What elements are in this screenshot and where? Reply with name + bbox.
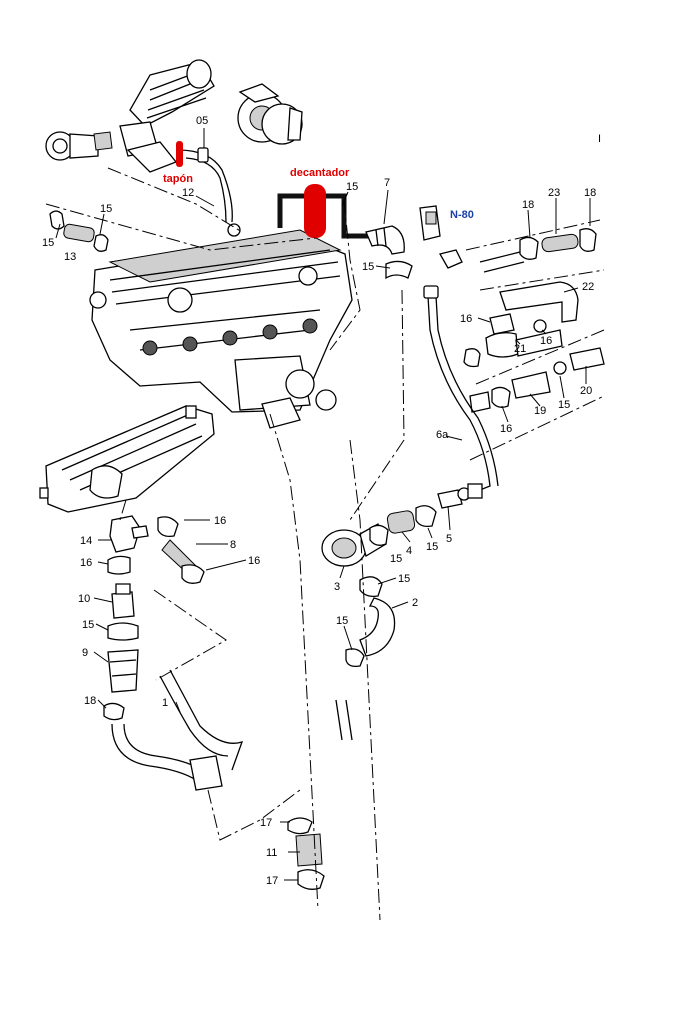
callout-1: 1: [162, 697, 168, 709]
decantador-annotation: [277, 184, 372, 239]
callout-23: 23: [548, 187, 560, 199]
valve-20-19-set: [463, 347, 605, 413]
elbow-7: [365, 225, 405, 255]
hose-2-tail: [335, 699, 353, 741]
callout-16-c: 16: [500, 423, 512, 435]
hose-6a: [427, 295, 491, 495]
tapon-plug-marker: [176, 141, 183, 167]
callout-19: 19: [534, 405, 546, 417]
callout-22: 22: [582, 281, 594, 293]
callout-6a: 6a: [436, 429, 449, 441]
callout-15-top: 15: [346, 181, 358, 193]
callout-17-b: 17: [266, 875, 278, 887]
callout-15-l2: 15: [42, 237, 54, 249]
callout-13: 13: [64, 251, 76, 263]
callout-12: 12: [182, 187, 194, 199]
tapon-label: tapón: [163, 173, 193, 185]
callout-5: 5: [446, 533, 452, 545]
decantador-marker: [304, 184, 326, 238]
hose-23-set: [479, 228, 597, 273]
intercooler: [39, 405, 215, 513]
callout-15-i: 15: [398, 573, 410, 585]
n80-valve: [419, 205, 463, 269]
callout-15-l1: 15: [100, 203, 112, 215]
corner-mark: I: [598, 133, 601, 145]
fitting-5: [437, 483, 483, 509]
clip-15-upper: [385, 260, 413, 280]
callout-8: 8: [230, 539, 236, 551]
callout-21: 21: [514, 343, 526, 355]
hose-8-set: [157, 516, 205, 584]
n80-label: N-80: [450, 209, 474, 221]
recirculation-valve: [45, 131, 113, 161]
callout-20: 20: [580, 385, 592, 397]
callout-3: 3: [334, 581, 340, 593]
valve-10: [111, 583, 135, 619]
hose-1: [111, 669, 244, 791]
callout-15-g: 15: [390, 553, 402, 565]
clamp-15-lower: [107, 622, 139, 641]
callout-16-f: 16: [80, 557, 92, 569]
callout-18-b: 18: [584, 187, 596, 199]
callout-05: 05: [196, 115, 208, 127]
callout-16-e: 16: [248, 555, 260, 567]
hose-11-set: [287, 817, 325, 890]
valve-9: [107, 649, 139, 693]
callout-9: 9: [82, 647, 88, 659]
callout-15-h: 15: [426, 541, 438, 553]
callout-16-d: 16: [214, 515, 226, 527]
callout-15-r: 15: [558, 399, 570, 411]
hose-12: [177, 149, 233, 223]
callout-16-a: 16: [460, 313, 472, 325]
hose-13-set: [49, 210, 109, 252]
callout-17-a: 17: [260, 817, 272, 829]
callout-15-k: 15: [82, 619, 94, 631]
callout-10: 10: [78, 593, 90, 605]
callout-7: 7: [384, 177, 390, 189]
callout-15-j: 15: [336, 615, 348, 627]
turbocharger: [237, 83, 303, 145]
callout-18-a: 18: [522, 199, 534, 211]
clamp-18-lower: [103, 702, 125, 721]
hose-end-connector: [227, 223, 241, 237]
clamp-05: [197, 147, 209, 163]
engine-cylinder-head: [89, 229, 353, 429]
callout-14: 14: [80, 535, 92, 547]
routing-lines: [45, 167, 605, 921]
callout-11: 11: [266, 847, 277, 859]
callout-16-b: 16: [540, 335, 552, 347]
callout-18-c: 18: [84, 695, 96, 707]
decantador-label: decantador: [290, 167, 350, 179]
hose-2: [345, 576, 396, 668]
connector-14: [107, 515, 149, 575]
leader-lines: [55, 128, 591, 881]
callout-4: 4: [406, 545, 412, 557]
hose-4: [369, 505, 437, 546]
callout-15-mid: 15: [362, 261, 374, 273]
pipe-22: [499, 281, 579, 323]
callout-2: 2: [412, 597, 418, 609]
